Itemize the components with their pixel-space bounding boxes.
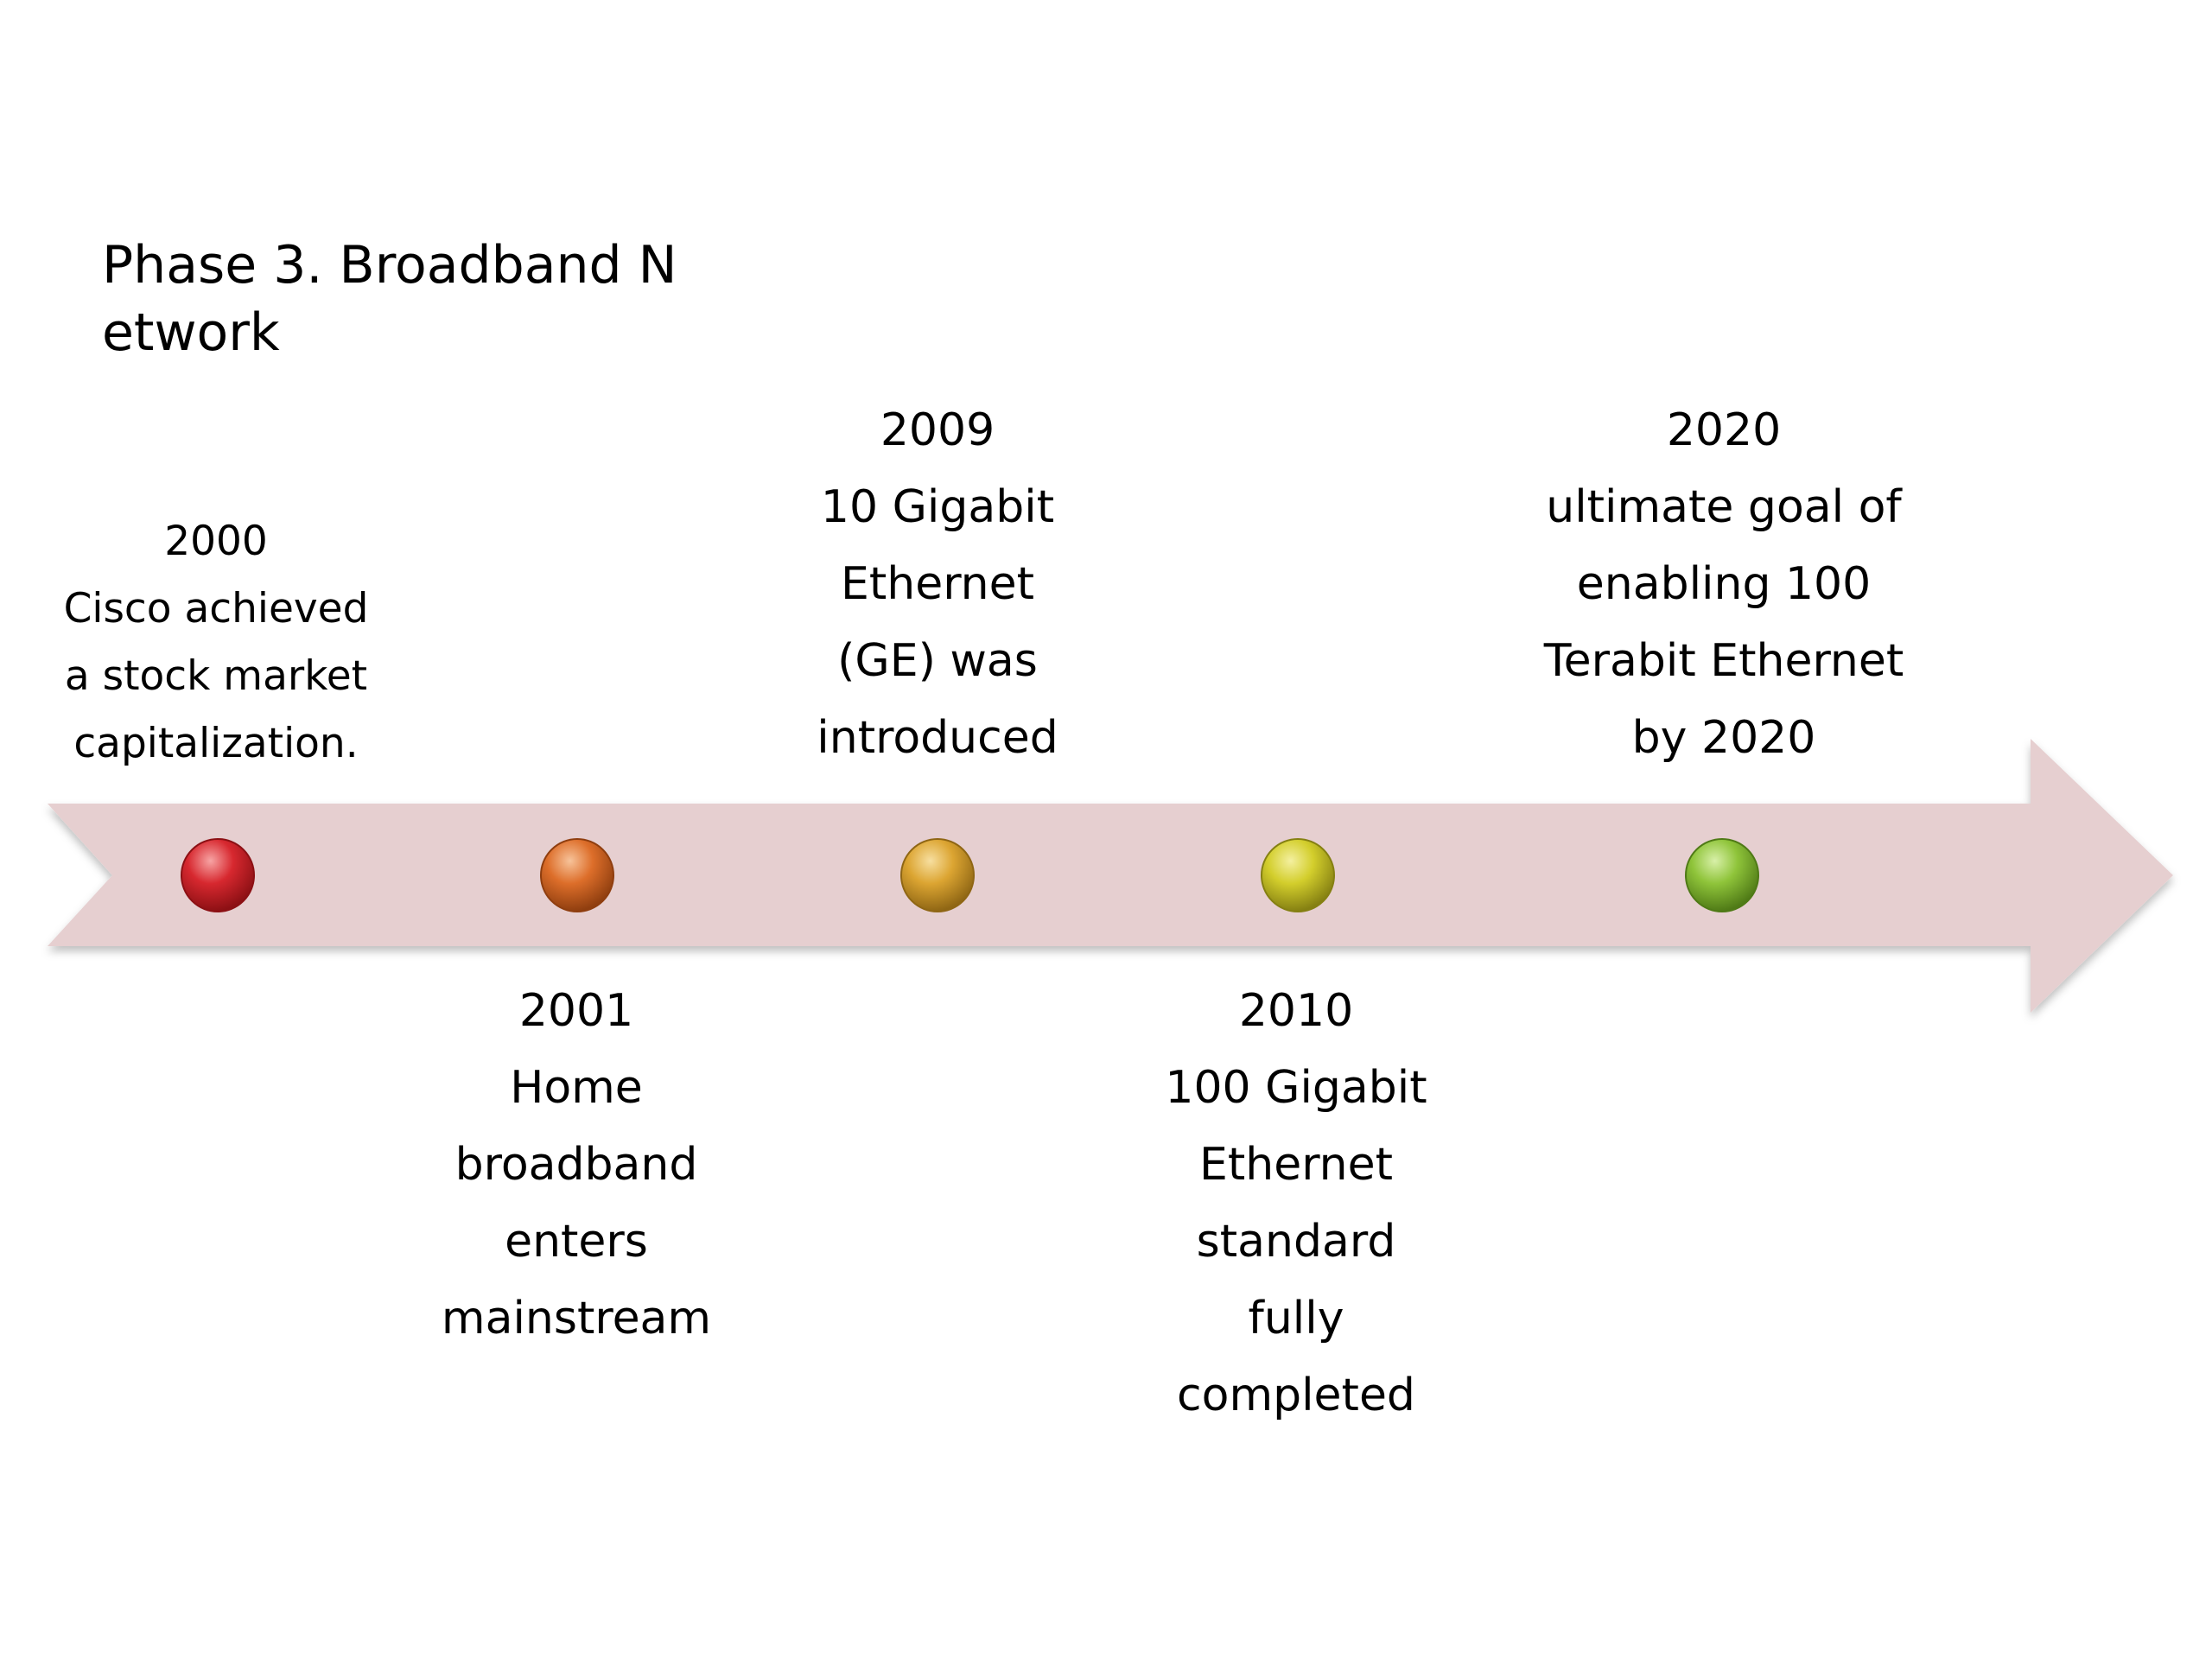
event-text-line: completed <box>1177 1370 1415 1421</box>
event-year: 2010 <box>1238 985 1354 1037</box>
dot-2020-icon <box>1685 838 1759 912</box>
event-text-line: 10 Gigabit <box>820 481 1055 533</box>
event-text-line: Ethernet <box>1199 1139 1393 1191</box>
event-2020-label: 2020 ultimate goal of enabling 100 Terab… <box>1512 392 1936 777</box>
event-text-line: introduced <box>817 712 1058 764</box>
event-text-line: standard <box>1196 1216 1396 1268</box>
event-text-line: Cisco achieved <box>63 585 369 632</box>
event-2000-label: 2000 Cisco achieved a stock market capit… <box>43 508 389 778</box>
dot-2001-icon <box>540 838 614 912</box>
event-2001-label: 2001 Home broadband enters mainstream <box>404 973 749 1357</box>
event-text-line: broadband <box>454 1139 698 1191</box>
event-text-line: ultimate goal of <box>1546 481 1902 533</box>
event-2009-label: 2009 10 Gigabit Ethernet (GE) was introd… <box>765 392 1110 777</box>
event-text-line: (GE) was <box>837 635 1038 687</box>
event-2010-label: 2010 100 Gigabit Ethernet standard fully… <box>1123 973 1469 1434</box>
event-text-line: Ethernet <box>841 558 1034 610</box>
timeline-arrow <box>48 739 2173 1013</box>
dot-2010-icon <box>1261 838 1335 912</box>
event-text-line: Terabit Ethernet <box>1543 635 1904 687</box>
dot-2009-icon <box>900 838 975 912</box>
event-text-line: enters <box>505 1216 648 1268</box>
event-text-line: capitalization. <box>73 720 359 767</box>
event-year: 2020 <box>1666 404 1782 456</box>
event-text-line: Home <box>510 1062 643 1114</box>
event-text-line: enabling 100 <box>1576 558 1872 610</box>
event-text-line: a stock market <box>64 652 368 700</box>
slide-title: Phase 3. Broadband N etwork <box>102 235 677 363</box>
event-text-line: by 2020 <box>1631 712 1816 764</box>
event-text-line: mainstream <box>441 1293 712 1344</box>
event-year: 2000 <box>164 518 268 565</box>
event-year: 2009 <box>880 404 995 456</box>
event-text-line: 100 Gigabit <box>1165 1062 1427 1114</box>
dot-2000-icon <box>181 838 255 912</box>
event-year: 2001 <box>518 985 634 1037</box>
event-text-line: fully <box>1248 1293 1344 1344</box>
